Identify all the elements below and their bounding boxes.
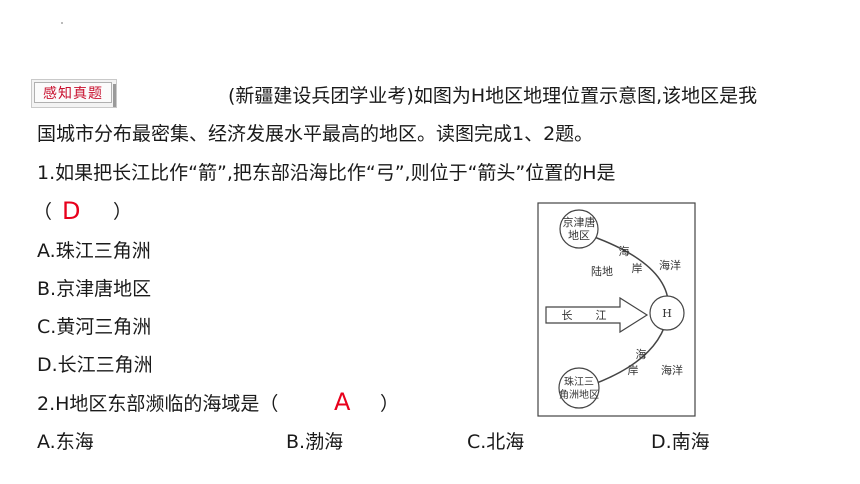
question-2-option-c: C.北海 bbox=[467, 431, 525, 453]
question-1-option-c: C.黄河三角洲 bbox=[37, 316, 152, 338]
question-1-paren-close: ） bbox=[113, 201, 133, 223]
h-region-circle bbox=[649, 295, 685, 331]
top-circle-label-2: 地区 bbox=[568, 229, 590, 242]
question-2-option-a: A.东海 bbox=[37, 431, 94, 453]
ocean-lower: 海洋 bbox=[661, 363, 683, 377]
pearl-delta-circle bbox=[558, 367, 600, 409]
question-1-answer: D bbox=[62, 197, 81, 225]
question-1-option-d: D.长江三角洲 bbox=[37, 354, 153, 376]
location-diagram-svg: 京津唐 地区 珠江三 角洲地区 H 长 江 陆地 海 岸 海洋 海 岸 海洋 bbox=[537, 202, 696, 417]
top-circle-label-1: 京津唐 bbox=[563, 215, 596, 229]
intro-line-1: (新疆建设兵团学业考)如图为H地区地理位置示意图,该地区是我 bbox=[228, 85, 758, 107]
h-label: H bbox=[662, 307, 672, 320]
ocean-upper: 海洋 bbox=[659, 258, 681, 272]
question-2-paren-close: ） bbox=[380, 393, 400, 415]
question-2-answer: A bbox=[334, 388, 351, 416]
question-2-stem: 2.H地区东部濒临的海域是（ bbox=[37, 393, 279, 415]
bottom-circle-label-2: 角洲地区 bbox=[559, 388, 599, 401]
jingjintang-circle bbox=[559, 209, 599, 249]
question-2-option-d: D.南海 bbox=[651, 431, 710, 453]
section-badge: 感知真题 bbox=[31, 79, 117, 108]
coast-upper-2: 岸 bbox=[632, 262, 643, 275]
question-1-option-a: A.珠江三角洲 bbox=[37, 240, 151, 262]
question-1-stem: 1.如果把长江比作“箭”,把东部沿海比作“弓”,则位于“箭头”位置的H是 bbox=[37, 162, 616, 184]
coast-upper-1: 海 bbox=[619, 244, 630, 258]
location-diagram: 京津唐 地区 珠江三 角洲地区 H 长 江 陆地 海 岸 海洋 海 岸 海洋 bbox=[537, 202, 696, 417]
question-1-paren-open: （ bbox=[33, 201, 53, 223]
intro-line-2: 国城市分布最密集、经济发展水平最高的地区。读图完成1、2题。 bbox=[37, 123, 594, 145]
decorative-dot bbox=[61, 22, 63, 24]
arrow-label-1: 长 bbox=[562, 309, 573, 322]
badge-label: 感知真题 bbox=[34, 82, 112, 103]
bottom-circle-label-1: 珠江三 bbox=[564, 375, 594, 388]
coast-lower-1: 海 bbox=[636, 347, 647, 361]
question-2-option-b: B.渤海 bbox=[286, 431, 344, 453]
yangtze-arrow bbox=[545, 296, 649, 334]
badge-shadow bbox=[113, 84, 116, 107]
question-1-option-b: B.京津唐地区 bbox=[37, 278, 152, 300]
coast-lower-2: 岸 bbox=[628, 364, 639, 377]
land-label: 陆地 bbox=[591, 264, 613, 278]
arrow-label-2: 江 bbox=[596, 309, 607, 322]
